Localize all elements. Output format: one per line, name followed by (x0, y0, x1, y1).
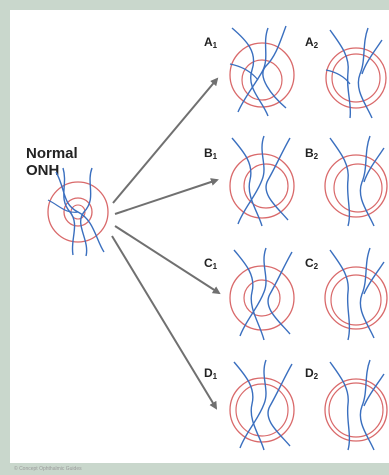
normal-vessel-3 (56, 172, 104, 252)
label-b2: B2 (305, 146, 319, 161)
normal-vessel-2 (81, 168, 92, 256)
onh-b1 (230, 136, 294, 226)
arrow-to-b (115, 180, 217, 214)
onh-c1 (230, 248, 294, 340)
label-d1: D1 (204, 366, 218, 381)
copyright-text: © Concept Ophthalmic Guides (14, 465, 82, 472)
label-d2: D2 (305, 366, 319, 381)
label-c1: C1 (204, 256, 218, 271)
onh-a1 (230, 26, 294, 116)
onh-d2 (325, 360, 387, 450)
arrow-to-d (112, 236, 216, 408)
normal-onh-drawing (48, 168, 108, 256)
label-b1: B1 (204, 146, 218, 161)
onh-d1 (230, 360, 294, 450)
label-c2: C2 (305, 256, 319, 271)
onh-a2 (326, 28, 386, 118)
onh-b2 (325, 136, 387, 226)
label-a1: A1 (204, 35, 218, 50)
normal-onh-label-line1: Normal (26, 145, 78, 162)
normal-onh-label-line2: ONH (26, 162, 59, 179)
label-a2: A2 (305, 35, 319, 50)
arrows (112, 79, 219, 408)
onh-c2 (325, 248, 387, 340)
